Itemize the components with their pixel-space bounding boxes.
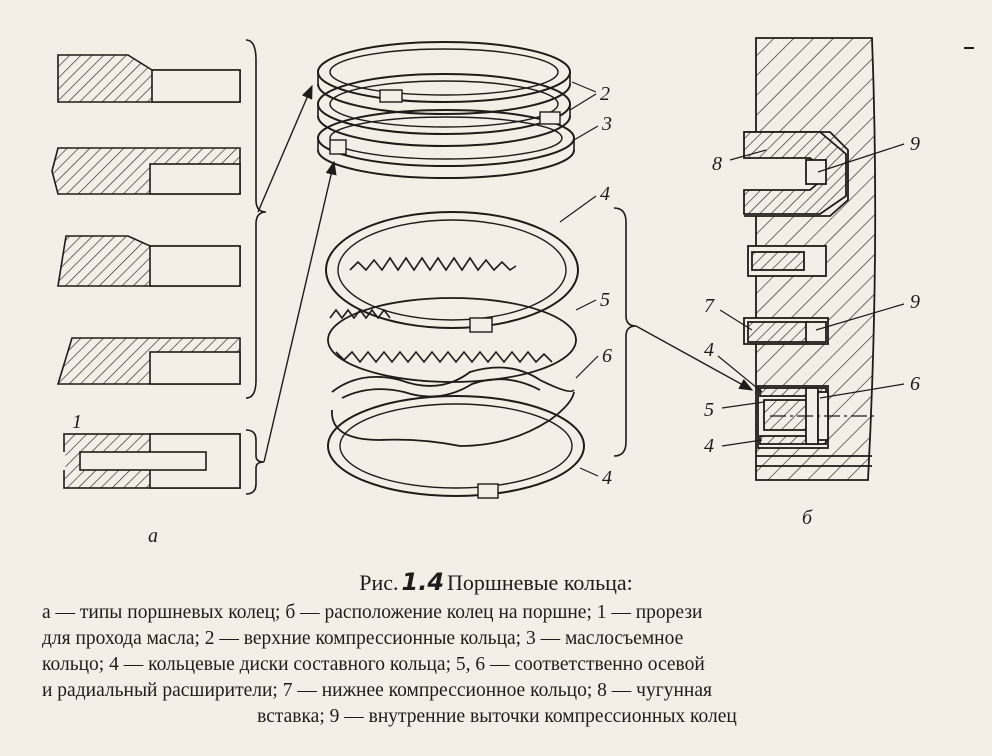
caption-description: а — типы поршневых колец; б — расположен… [42,600,952,730]
ring-profile-4 [56,337,241,385]
brace-oil-profile [245,429,265,495]
label-b-groove-mid: 9 [910,291,920,313]
ring-gap-marks [379,89,561,125]
caption-prefix: Рис. [359,570,399,595]
ring-disk-top [325,211,579,333]
label-radial-expander: 6 [602,345,612,367]
oil-ring-profile [62,433,241,489]
leaders-panel-b [717,143,905,447]
caption-line: и радиальный расширители; 7 — нижнее ком… [42,680,712,701]
compression-ring-2 [317,73,571,147]
label-b-disk-upper: 4 [704,339,714,361]
ring-profile-3 [57,235,241,287]
ring-profile-1 [57,54,241,103]
caption-heading: Поршневые кольца: [447,570,633,595]
label-b-disk-lower: 4 [704,435,714,457]
ring-profile-2 [51,147,241,195]
caption-line: для прохода масла; 2 — верхние компресси… [42,628,684,649]
label-slot: 1 [72,411,82,433]
label-panel-b: б [802,507,813,529]
label-b-lower-ring: 7 [704,295,715,317]
brace-composite [613,207,637,457]
label-oil-ring: 3 [601,113,612,135]
label-disk-top: 4 [600,183,610,205]
caption-line: а — типы поршневых колец; б — расположен… [42,602,703,623]
label-panel-a: а [148,525,158,547]
leaders-center [559,81,599,477]
caption-number: 1.4 [401,568,445,596]
cast-iron-insert [743,131,847,215]
label-b-radial: 6 [910,373,920,395]
brace-profiles [245,39,267,399]
oil-scraper-ring [317,109,575,179]
arrow-to-piston [635,325,754,391]
label-b-groove-top: 9 [910,133,920,155]
arrow-to-oil-ring [263,160,337,463]
label-disk-bottom: 4 [602,467,612,489]
label-b-axial: 5 [704,399,714,421]
compression-ring-1 [317,41,571,115]
label-axial-expander: 5 [600,289,610,311]
axial-expander [327,256,577,383]
arrow-to-top-rings [257,84,313,213]
caption-line: вставка; 9 — внутренние выточки компресс… [257,706,737,727]
piston-section [743,37,877,481]
piston-rings-figure: а б 1 2 3 4 5 6 4 8 9 7 9 4 5 6 4 [51,37,974,547]
caption-line: кольцо; 4 — кольцевые диски составного к… [42,654,705,675]
label-b-insert: 8 [712,153,722,175]
label-top-rings: 2 [600,83,610,105]
ring-disk-bottom [327,395,585,499]
